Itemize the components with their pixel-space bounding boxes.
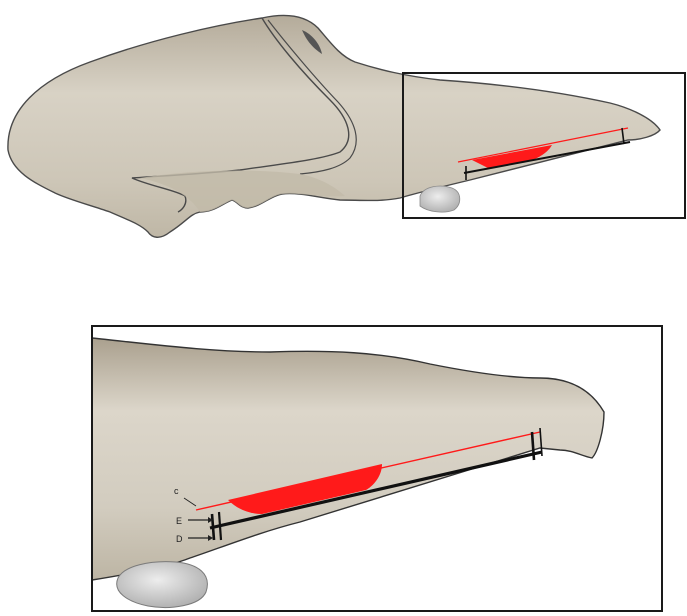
fossil-knob-small (420, 186, 460, 212)
label-c: c (174, 486, 179, 496)
label-d: D (176, 534, 183, 544)
snout-bone (92, 338, 604, 580)
snout-detail: c E D (92, 326, 662, 611)
skull-cranium (8, 15, 660, 237)
skull-overview (8, 15, 685, 237)
fossil-knob-large (117, 562, 208, 608)
label-e: E (176, 516, 182, 526)
